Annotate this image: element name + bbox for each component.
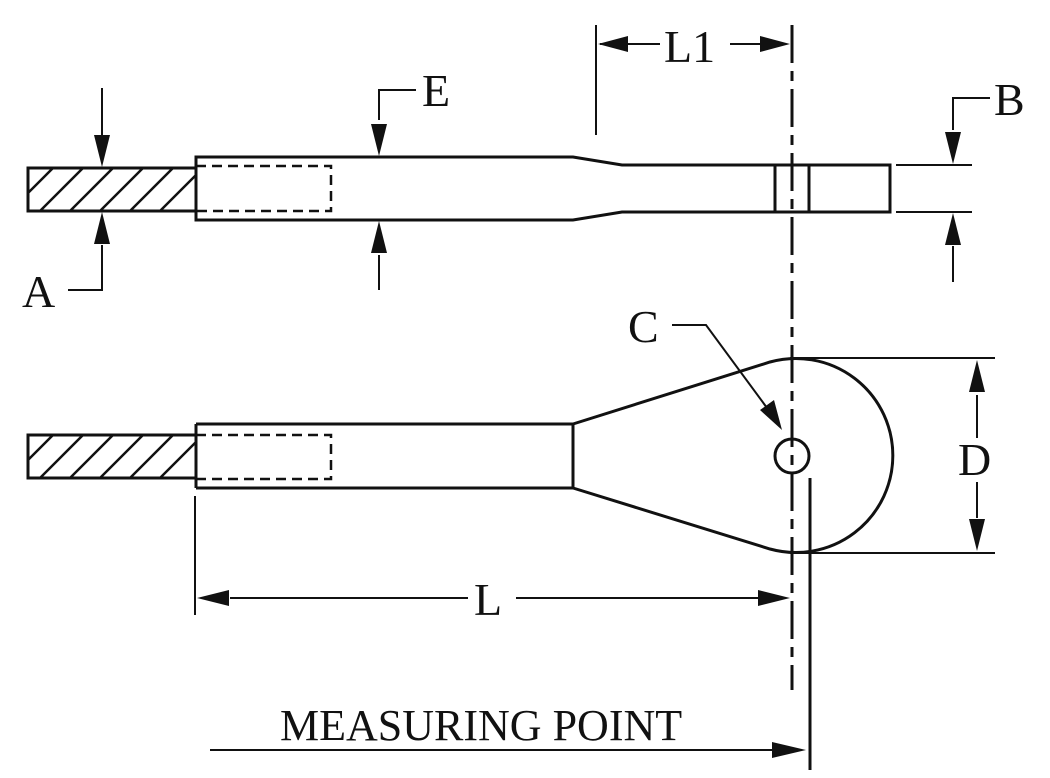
terminal-eye: [572, 357, 895, 554]
hidden-bore-top: [194, 164, 333, 213]
label-l: L: [474, 574, 502, 625]
dimension-l1: L1: [595, 21, 790, 135]
cable-stub-bottom: [26, 433, 198, 480]
dimension-d: D: [790, 357, 995, 554]
label-d: D: [958, 434, 991, 485]
dimension-c: C: [628, 301, 782, 430]
label-c: C: [628, 301, 659, 352]
measuring-point: MEASURING POINT: [210, 478, 812, 770]
label-a: A: [22, 266, 55, 317]
dimension-b: B: [945, 74, 1025, 282]
dimension-e: E: [371, 65, 450, 290]
label-measuring-point: MEASURING POINT: [280, 701, 682, 750]
pin-hole: [773, 437, 811, 475]
dimension-a: A: [22, 88, 110, 317]
cable-stub-top: [26, 166, 198, 213]
hidden-bore-bottom: [194, 433, 333, 481]
terminal-body-side: [194, 155, 892, 222]
label-b: B: [994, 74, 1025, 125]
side-view: [26, 155, 972, 222]
plan-view: [26, 357, 895, 554]
dimension-l: L: [194, 496, 790, 625]
label-l1: L1: [664, 21, 715, 72]
label-e: E: [422, 65, 450, 116]
